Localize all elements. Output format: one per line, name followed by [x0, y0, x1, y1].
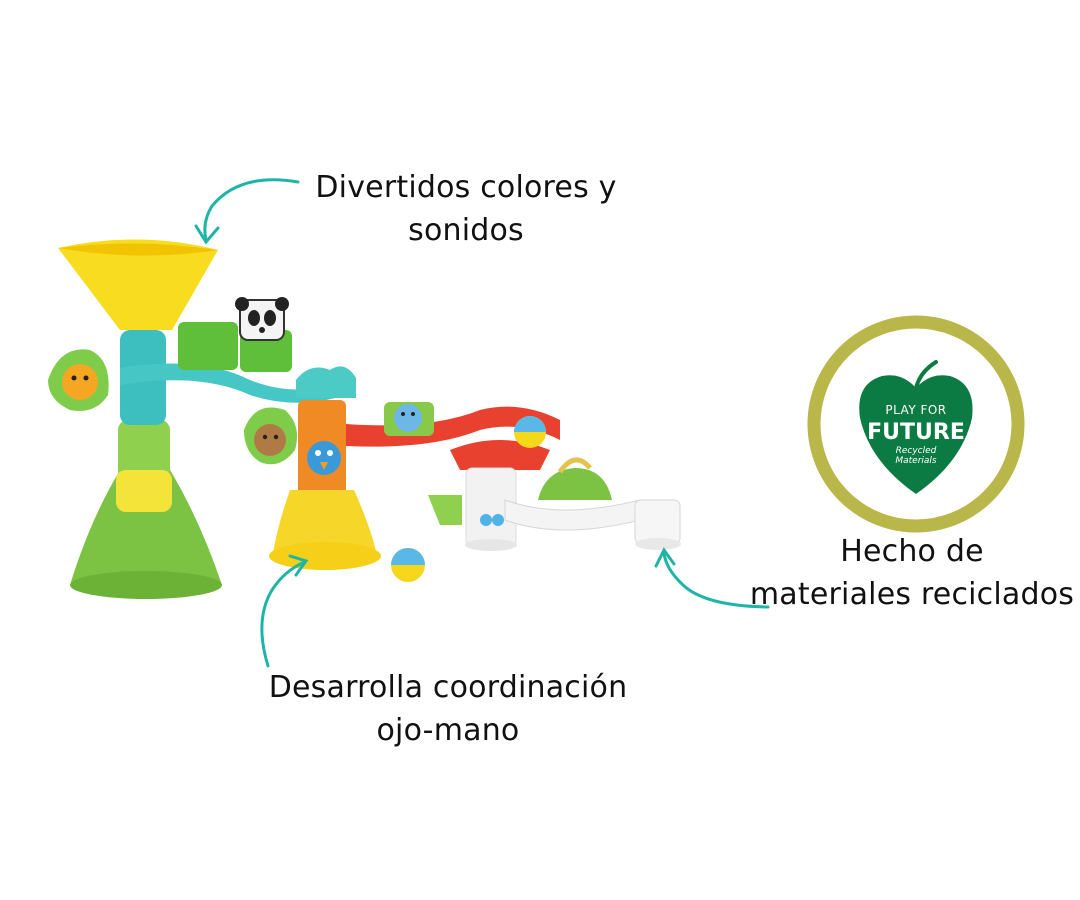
callout-colors-sounds: Divertidos colores y sonidos: [306, 166, 626, 252]
yellow-tray: [269, 542, 381, 570]
butterfly-icon: [480, 514, 504, 526]
tower-base: [70, 470, 222, 599]
bear-leaf: [244, 407, 298, 465]
red-track: [346, 406, 560, 447]
badge-line4: Materials: [895, 456, 937, 466]
panda-figure: [235, 297, 289, 341]
elephant-figure: [384, 402, 434, 436]
callout-recycled-line2: materiales reciclados: [749, 577, 1075, 612]
tiger-leaf: [48, 349, 109, 411]
badge-line2: FUTURE: [867, 420, 965, 445]
arrow-colors-icon: [194, 178, 300, 245]
green-lever: [428, 495, 462, 525]
badge-line3: Recycled: [896, 446, 937, 456]
callout-coordination: Desarrolla coordinación ojo-mano: [250, 666, 646, 752]
leaf-icon: [859, 375, 973, 494]
parrot-figure: [307, 441, 341, 475]
callout-colors-line1: Divertidos colores y: [315, 170, 617, 205]
arrow-recycled-icon: [654, 547, 770, 609]
tower-column-green: [118, 420, 170, 480]
callout-coordination-line2: ojo-mano: [376, 713, 520, 748]
teal-cloud: [296, 366, 356, 398]
green-cup: [178, 322, 238, 370]
callout-colors-line2: sonidos: [408, 213, 524, 248]
badge-ring: [807, 315, 1025, 533]
callout-recycled: Hecho de materiales reciclados: [742, 530, 1080, 616]
green-hill: [538, 468, 612, 500]
red-bowl: [450, 440, 550, 470]
arrow-coordination-icon: [260, 554, 309, 668]
callout-coordination-line1: Desarrolla coordinación: [268, 670, 628, 705]
callout-recycled-line1: Hecho de: [840, 534, 984, 569]
ball-bottom: [391, 548, 425, 582]
middle-tower-yellow: [272, 490, 378, 560]
tower-column-yellow: [116, 470, 172, 512]
leaf-stem-icon: [914, 360, 938, 390]
ball-top: [514, 416, 546, 448]
yellow-funnel: [58, 239, 218, 330]
badge-line1: PLAY FOR: [885, 403, 946, 417]
